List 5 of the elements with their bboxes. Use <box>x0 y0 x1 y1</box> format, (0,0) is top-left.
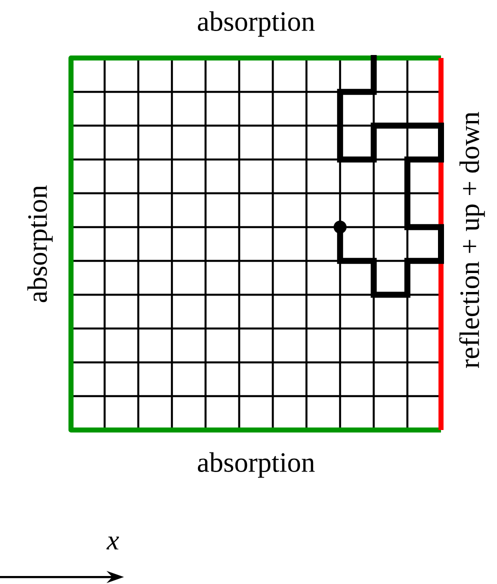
boundary-label: reflection + up + down <box>459 112 485 368</box>
axis-label: x <box>106 536 120 550</box>
boundary-label: absorption <box>198 11 315 37</box>
boundary-label: absorption <box>198 452 315 478</box>
boundary-label: absorption <box>27 185 53 302</box>
